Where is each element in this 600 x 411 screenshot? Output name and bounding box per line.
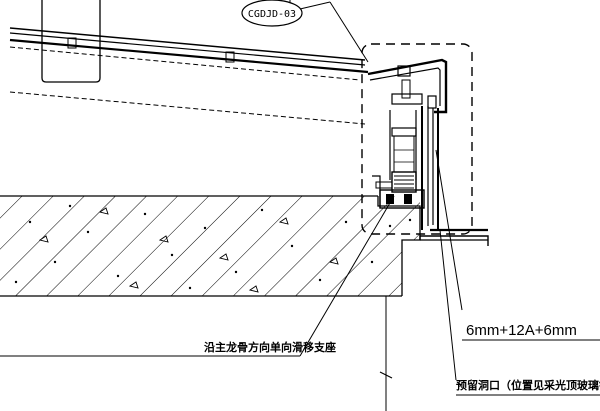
glass-spec-label: 6mm+12A+6mm xyxy=(466,322,577,339)
concrete-slab xyxy=(0,195,421,297)
detail-tag-label: CGDJD-03 xyxy=(248,9,296,20)
vertical-frame xyxy=(389,106,439,230)
dimension-line xyxy=(0,296,393,411)
opening-note-label: 预留洞口（位置见采光顶玻璃铝板分格 xyxy=(456,378,600,392)
floor-edge xyxy=(419,228,489,246)
sloped-roof-panel xyxy=(9,27,369,125)
support-note-label: 沿主龙骨方向单向滑移支座 xyxy=(204,340,336,354)
detail-tag: CGDJD-03 xyxy=(241,0,369,63)
upper-left-frame xyxy=(41,0,101,83)
leader-lines xyxy=(299,149,600,396)
gutter-cap xyxy=(367,58,448,114)
